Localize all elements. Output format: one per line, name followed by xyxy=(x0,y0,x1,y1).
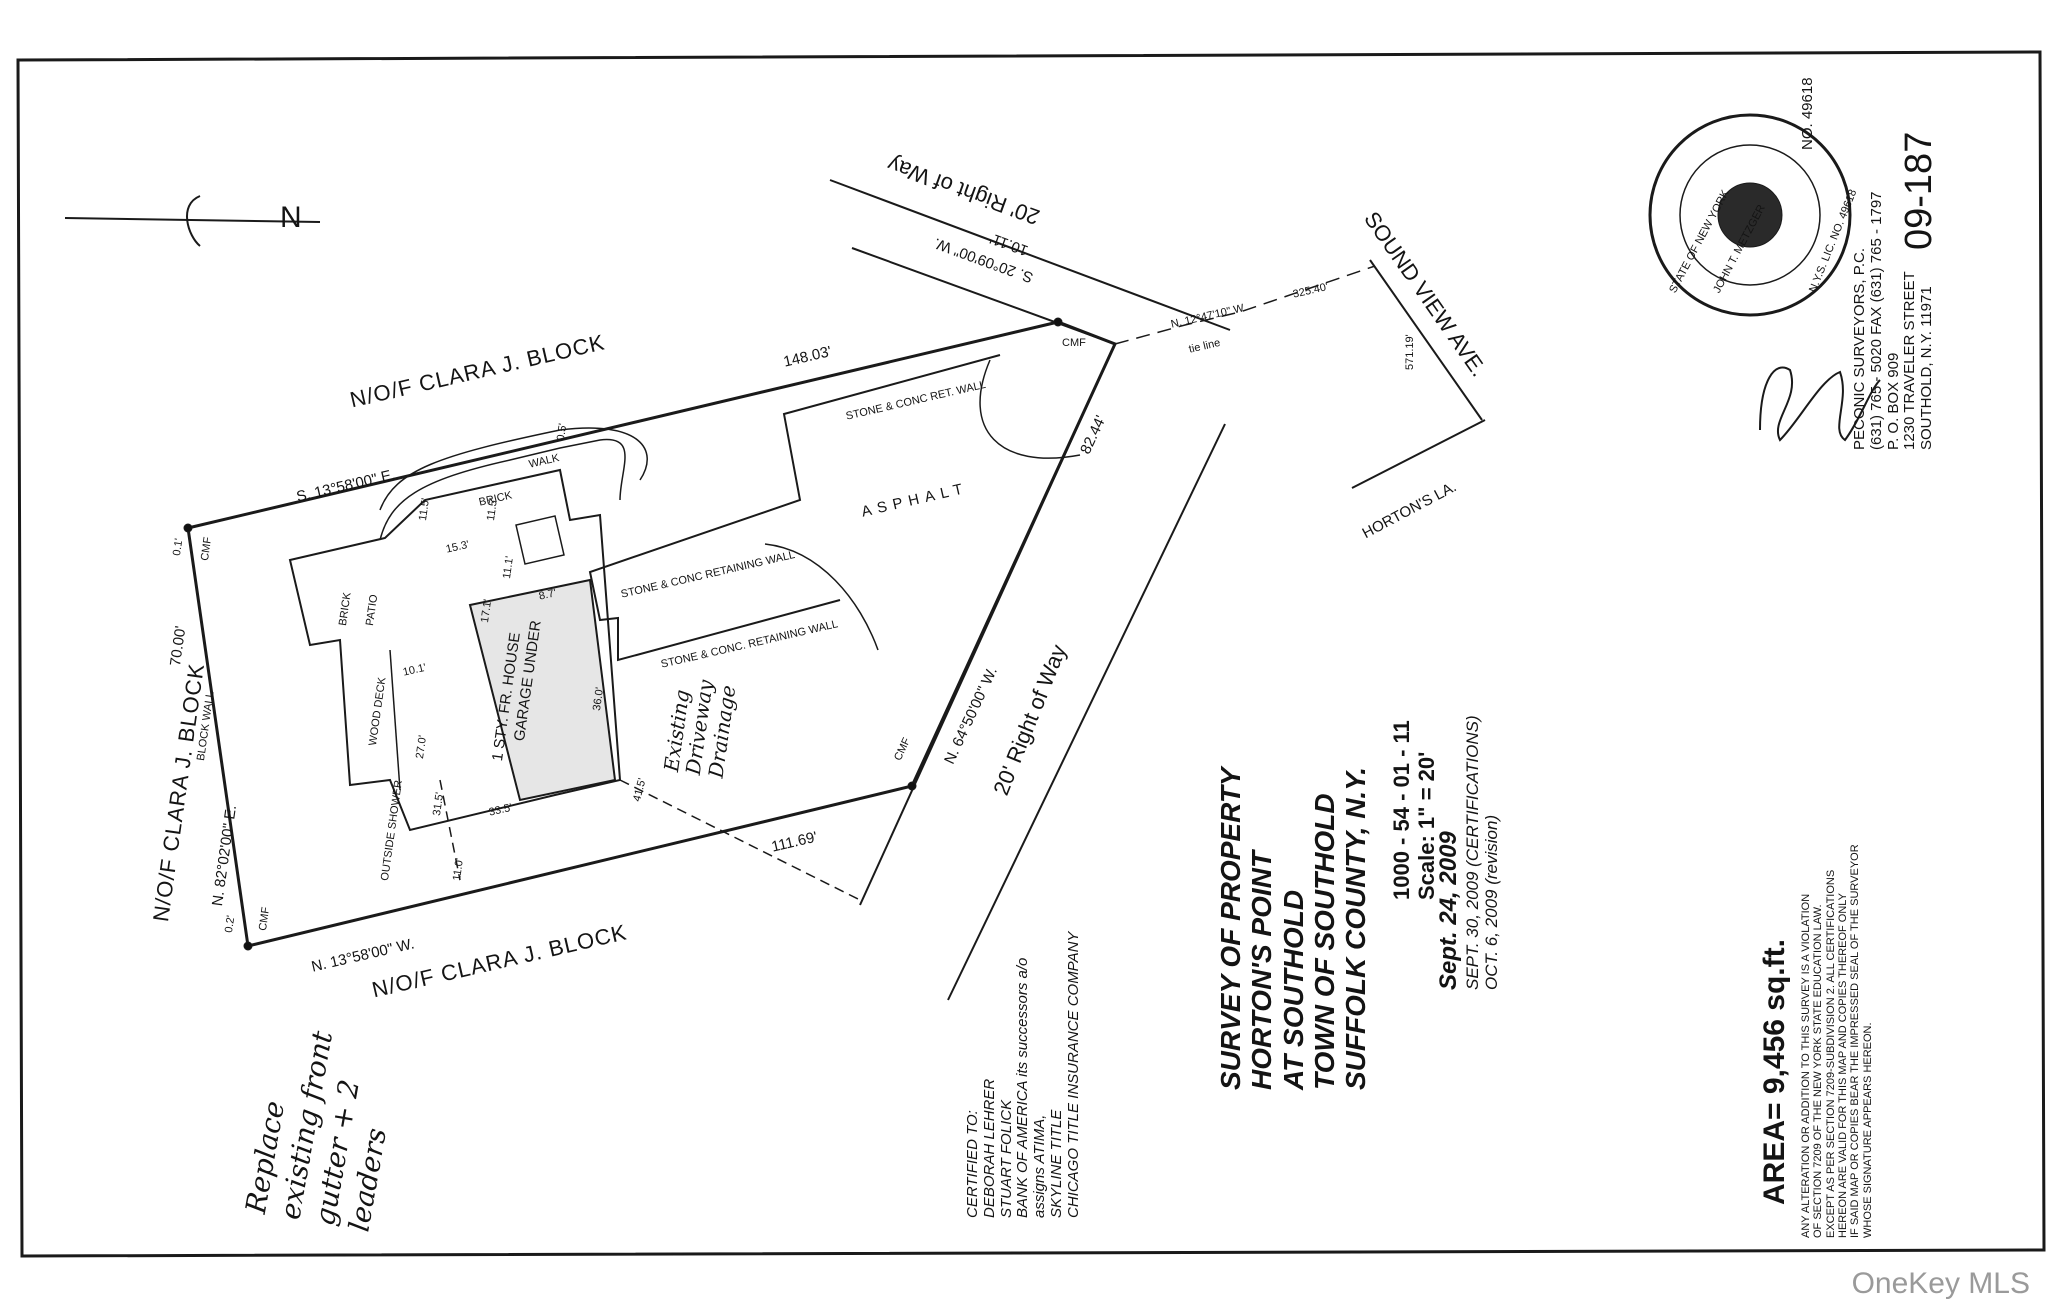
monument-sw xyxy=(243,941,253,951)
surveyor-line-2: (631) 765 - 5020 FAX (631) 765 - 1797 xyxy=(1867,191,1885,450)
garage-block xyxy=(468,578,617,802)
north-arrow xyxy=(64,195,321,247)
brick-walk xyxy=(379,438,626,541)
drainage-note: Existing Driveway Drainage xyxy=(659,675,740,779)
title-line-5: SUFFOLK COUNTY, N.Y. xyxy=(1340,766,1372,1090)
certified-line-3: STUART FOLICK xyxy=(997,1099,1015,1218)
certified-line-2: DEBORAH LEHRER xyxy=(980,1078,998,1218)
certified-line-4: BANK OF AMERICA its successors a/o xyxy=(1014,957,1032,1218)
warning-line-4: HEREON ARE VALID FOR THIS MAP AND COPIES… xyxy=(1836,893,1849,1238)
sound-line-distance: 571.19' xyxy=(1404,334,1416,370)
east-row-extension xyxy=(859,343,1116,906)
seal-inner xyxy=(1679,144,1821,286)
monument-label-ne: CMF xyxy=(1062,337,1086,349)
seal-outer xyxy=(1648,113,1852,317)
warning-block: ANY ALTERATION OR ADDITION TO THIS SURVE… xyxy=(1800,844,1874,1238)
tie-line xyxy=(1114,265,1376,345)
monument-se xyxy=(907,781,917,791)
asphalt-outline xyxy=(588,354,1001,662)
warning-line-6: WHOSE SIGNATURE APPEARS HEREON. xyxy=(1861,1022,1874,1238)
monument-nw xyxy=(183,523,193,533)
title-line-2: HORTON'S POINT xyxy=(1246,851,1278,1090)
hortons-lane-line xyxy=(1351,419,1486,489)
brick-walk-inner xyxy=(379,427,648,511)
asphalt-arc xyxy=(764,543,879,651)
date-block: Sept. 24, 2009 SEPT. 30, 2009 (CERTIFICA… xyxy=(1435,715,1501,990)
surveyor-line-1: PECONIC SURVEYORS, P.C. xyxy=(1851,247,1868,450)
monument-ne xyxy=(1053,317,1063,327)
certified-line-7: CHICAGO TITLE INSURANCE COMPANY xyxy=(1064,931,1082,1218)
offset-dash-1 xyxy=(619,779,861,901)
area: AREA= 9,456 sq.ft. xyxy=(1758,939,1791,1205)
stoop xyxy=(515,515,565,565)
tax-map-block: 1000 - 54 - 01 - 11 Scale: 1" = 20' xyxy=(1389,720,1439,900)
offset-dash-2 xyxy=(439,779,461,881)
survey-date: Sept. 24, 2009 xyxy=(1435,831,1462,990)
warning-line-5: IF SAID MAP OR COPIES BEAR THE IMPRESSED… xyxy=(1849,844,1862,1238)
row-top-line-1 xyxy=(851,247,1116,345)
row-centerline xyxy=(947,423,1226,1001)
north-arrow-label: N xyxy=(280,201,302,234)
certified-line-1: CERTIFIED TO: xyxy=(964,1110,981,1218)
certified-to-block: CERTIFIED TO: DEBORAH LEHRER STUART FOLI… xyxy=(964,931,1083,1218)
title-line-4: TOWN OF SOUTHOLD xyxy=(1309,793,1341,1090)
title-line-1: SURVEY OF PROPERTY xyxy=(1215,767,1246,1090)
surveyor-line-5: SOUTHOLD, N.Y. 11971 xyxy=(1918,286,1936,450)
warning-line-1: ANY ALTERATION OR ADDITION TO THIS SURVE… xyxy=(1800,893,1812,1238)
certified-line-6: SKYLINE TITLE xyxy=(1047,1109,1065,1218)
cert-date: SEPT. 30, 2009 (CERTIFICATIONS) xyxy=(1462,715,1482,990)
title-line-3: AT SOUTHOLD xyxy=(1277,889,1309,1090)
surveyor-block: PECONIC SURVEYORS, P.C. (631) 765 - 5020… xyxy=(1851,191,1936,450)
surveyor-line-3: P. O. BOX 909 xyxy=(1884,352,1902,450)
sheet-border xyxy=(16,50,2046,1258)
seal-emblem xyxy=(1717,182,1783,248)
signature xyxy=(1759,366,1881,442)
house-footprint xyxy=(288,468,622,832)
revision-date: OCT. 6, 2009 (revision) xyxy=(1481,814,1501,990)
tax-map-number: 1000 - 54 - 01 - 11 xyxy=(1389,720,1414,900)
property-boundary xyxy=(186,320,1118,948)
survey-title: SURVEY OF PROPERTY HORTON'S POINT AT SOU… xyxy=(1215,767,1372,1090)
warning-line-3: EXCEPT AS PER SECTION 7209-SUBDIVISION 2… xyxy=(1824,869,1837,1238)
license-number: NO. 49618 xyxy=(1799,77,1816,150)
sound-view-line xyxy=(1369,259,1483,421)
driveway-curve xyxy=(979,359,1081,459)
watermark: OneKey MLS xyxy=(1851,1267,2030,1300)
surveyor-line-4: 1230 TRAVELER STREET xyxy=(1901,271,1919,450)
row-top-line-2 xyxy=(829,179,1231,331)
certified-line-5: assigns ATIMA, xyxy=(1031,1114,1049,1218)
warning-line-2: OF SECTION 7209 OF THE NEW YORK STATE ED… xyxy=(1812,904,1825,1238)
wood-deck-line xyxy=(389,649,401,791)
